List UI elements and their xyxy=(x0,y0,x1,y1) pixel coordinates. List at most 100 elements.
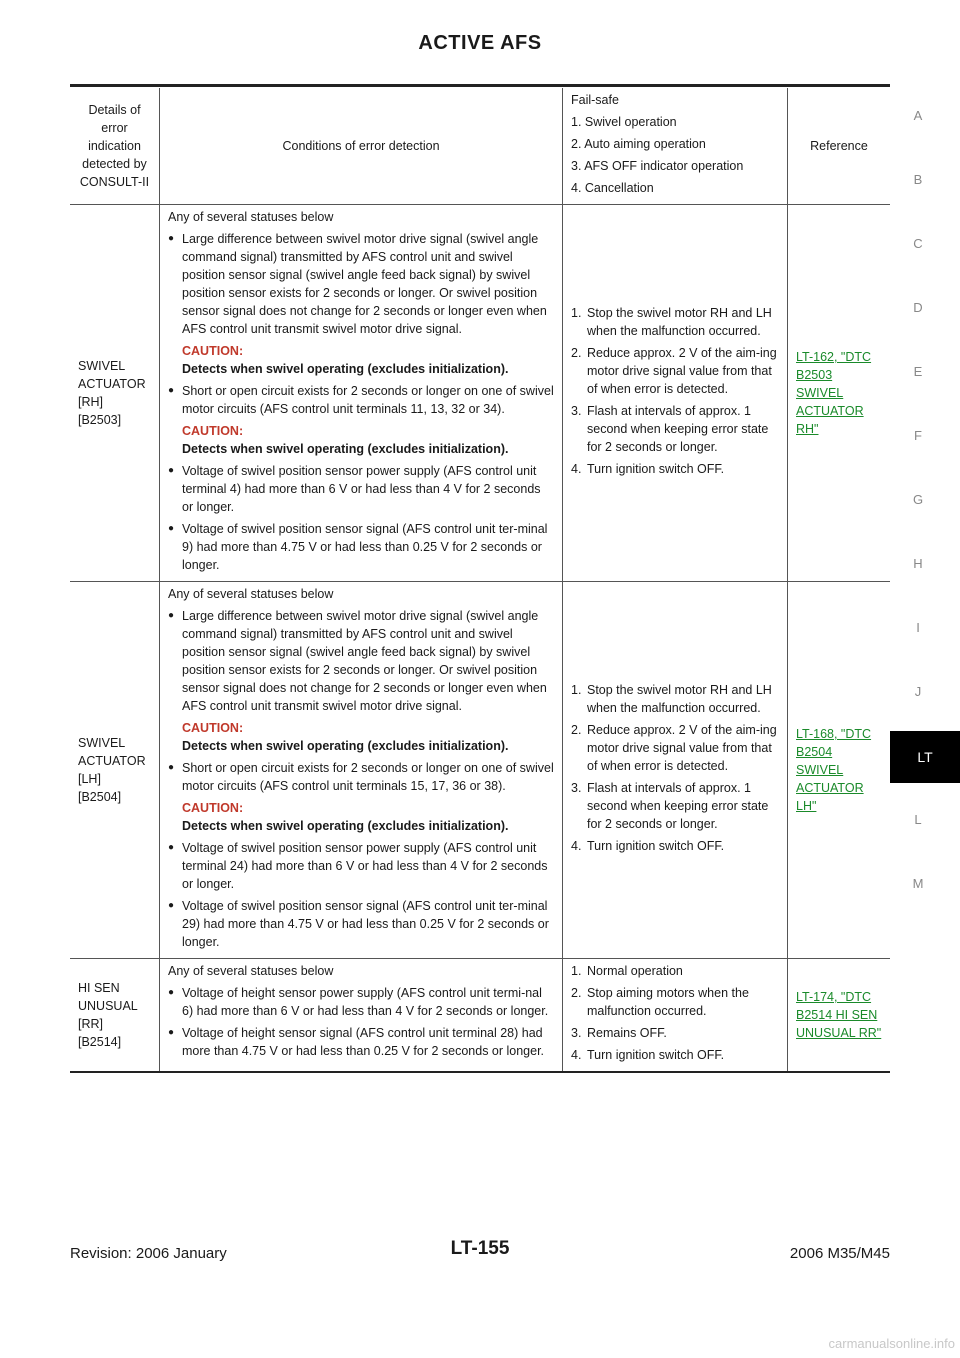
header-indication: Details of error indication detected by … xyxy=(70,88,160,205)
header-failsafe-line: 3. AFS OFF indicator operation xyxy=(571,159,744,173)
bullet-icon: ● xyxy=(168,385,175,396)
step-text: Turn ignition switch OFF. xyxy=(587,462,725,476)
condition-item: ● Short or open circuit exists for 2 seco… xyxy=(168,759,554,795)
condition-item: ● Voltage of swivel position sensor power… xyxy=(168,839,554,893)
caution-label: CAUTION: xyxy=(182,424,244,438)
step-text: Stop the swivel motor RH and LH when the… xyxy=(587,306,772,338)
condition-text: Voltage of height sensor power supply (A… xyxy=(182,986,549,1018)
reference-link[interactable]: LT-162, "DTC B2503 SWIVEL ACTUATOR RH" xyxy=(796,350,872,436)
header-failsafe-line: 2. Auto aiming operation xyxy=(571,137,706,151)
section-letter-f[interactable]: F xyxy=(914,428,922,443)
step-number: 2. xyxy=(571,723,582,737)
section-letter-b[interactable]: B xyxy=(913,172,923,187)
reference-cell: LT-168, "DTC B2504 SWIVEL ACTUATOR LH" xyxy=(787,581,890,959)
section-letter-i[interactable]: I xyxy=(916,620,920,635)
condition-text: Voltage of swivel position sensor power … xyxy=(182,841,548,891)
bullet-icon: ● xyxy=(168,842,175,853)
condition-item: ●Short or open circuit exists for 2 seco… xyxy=(168,382,554,418)
header-failsafe: Fail-safe 1. Swivel operation 2. Auto aimi… xyxy=(562,88,788,205)
step-number: 1. xyxy=(571,964,582,978)
condition-text: Large difference between swivel motor dr… xyxy=(182,232,547,336)
caution-block: CAUTION:Detects when swivel operating (e… xyxy=(168,719,554,755)
step-text: Remains OFF. xyxy=(587,1026,667,1040)
step-text: Turn ignition switch OFF. xyxy=(587,1048,725,1062)
caution-text: Detects when swivel operating (excludes … xyxy=(182,819,509,833)
indication-line: [B2514] xyxy=(78,1035,122,1049)
step-number: 4. xyxy=(571,839,582,853)
section-letter-e[interactable]: E xyxy=(913,364,923,379)
failsafe-step: 3. Flash at intervals of approx. 1 second… xyxy=(571,402,779,456)
header-failsafe-line: 1. Swivel operation xyxy=(571,115,677,129)
section-tab-lt[interactable]: LT xyxy=(890,731,960,783)
conditions-intro: Any of several statuses below xyxy=(168,964,334,978)
footer-revision: Revision: 2006 January xyxy=(70,1245,227,1262)
section-letter-j[interactable]: J xyxy=(914,684,922,699)
section-letter-a[interactable]: A xyxy=(913,108,923,123)
failsafe-step: 3. Remains OFF. xyxy=(571,1024,779,1042)
step-number: 3. xyxy=(571,404,582,418)
section-letter-l[interactable]: L xyxy=(914,812,922,827)
header-failsafe-line: Fail-safe xyxy=(571,93,619,107)
bullet-icon: ● xyxy=(168,762,175,773)
section-letter-m[interactable]: M xyxy=(912,876,924,891)
table-header: Details of error indication detected by … xyxy=(70,88,890,205)
bullet-icon: ● xyxy=(168,610,175,621)
step-text: Flash at intervals of approx. 1 second w… xyxy=(587,404,769,454)
step-number: 3. xyxy=(571,781,582,795)
step-number: 2. xyxy=(571,346,582,360)
condition-item: ●Large difference between swivel motor d… xyxy=(168,607,554,715)
condition-text: Short or open circuit exists for 2 secon… xyxy=(182,761,554,793)
bullet-icon: ● xyxy=(168,465,175,476)
step-text: Reduce approx. 2 V of the aim-ing motor … xyxy=(587,723,777,773)
condition-text: Voltage of swivel position sensor signal… xyxy=(182,522,548,572)
caution-block: CAUTION:Detects when swivel operating (e… xyxy=(168,422,554,458)
dtc-table: Details of error indication detected by … xyxy=(70,88,890,1073)
step-number: 2. xyxy=(571,986,582,1000)
failsafe-cell: 1.Stop the swivel motor RH and LH when t… xyxy=(562,581,788,959)
indication-line: ACTUATOR xyxy=(78,754,146,768)
caution-label: CAUTION: xyxy=(182,721,244,735)
section-letter-c[interactable]: C xyxy=(913,236,923,251)
header-reference: Reference xyxy=(787,88,890,205)
failsafe-step: 3.Flash at intervals of approx. 1 second… xyxy=(571,779,779,833)
step-text: Turn ignition switch OFF. xyxy=(587,839,725,853)
indication-line: SWIVEL xyxy=(78,359,126,373)
step-number: 1. xyxy=(571,683,582,697)
reference-link[interactable]: LT-174, "DTC B2514 HI SEN UNUSUAL RR" xyxy=(796,990,882,1040)
conditions-cell: Any of several statuses below●Voltage of… xyxy=(159,958,563,1073)
header-conditions: Conditions of error detection xyxy=(159,88,563,205)
caution-block: CAUTION:Detects when swivel operating (e… xyxy=(168,342,554,378)
page-title: ACTIVE AFS xyxy=(418,32,542,54)
condition-item: ●Voltage of height sensor signal (AFS co… xyxy=(168,1024,554,1060)
header-failsafe-line: 4. Cancellation xyxy=(571,181,654,195)
watermark: carmanualsonline.info xyxy=(828,1336,955,1351)
indication-line: ACTUATOR xyxy=(78,377,146,391)
failsafe-step: 4. Turn ignition switch OFF. xyxy=(571,837,779,855)
step-number: 4. xyxy=(571,462,582,476)
section-letter-g[interactable]: G xyxy=(912,492,924,507)
step-text: Reduce approx. 2 V of the aim-ing motor … xyxy=(587,346,777,396)
title-rule xyxy=(70,84,890,87)
reference-link[interactable]: LT-168, "DTC B2504 SWIVEL ACTUATOR LH" xyxy=(796,727,872,813)
bullet-icon: ● xyxy=(168,987,175,998)
step-number: 3. xyxy=(571,1026,582,1040)
failsafe-step: 2. Reduce approx. 2 V of the aim-ing moto… xyxy=(571,721,779,775)
section-letter-d[interactable]: D xyxy=(913,300,923,315)
conditions-intro: Any of several statuses below xyxy=(168,587,334,601)
section-letter-h[interactable]: H xyxy=(913,556,923,571)
caution-label: CAUTION: xyxy=(182,801,244,815)
reference-cell: LT-162, "DTC B2503 SWIVEL ACTUATOR RH" xyxy=(787,204,890,582)
failsafe-step: 1.Stop the swivel motor RH and LH when t… xyxy=(571,681,779,717)
indication-line: [B2503] xyxy=(78,413,122,427)
bullet-icon: ● xyxy=(168,900,175,911)
conditions-intro: Any of several statuses below xyxy=(168,210,334,224)
reference-cell: LT-174, "DTC B2514 HI SEN UNUSUAL RR" xyxy=(787,958,890,1073)
failsafe-step: 2.Stop aiming motors when the malfunctio… xyxy=(571,984,779,1020)
indication-line: SWIVEL xyxy=(78,736,126,750)
caution-text: Detects when swivel operating (excludes … xyxy=(182,362,509,376)
step-number: 4. xyxy=(571,1048,582,1062)
